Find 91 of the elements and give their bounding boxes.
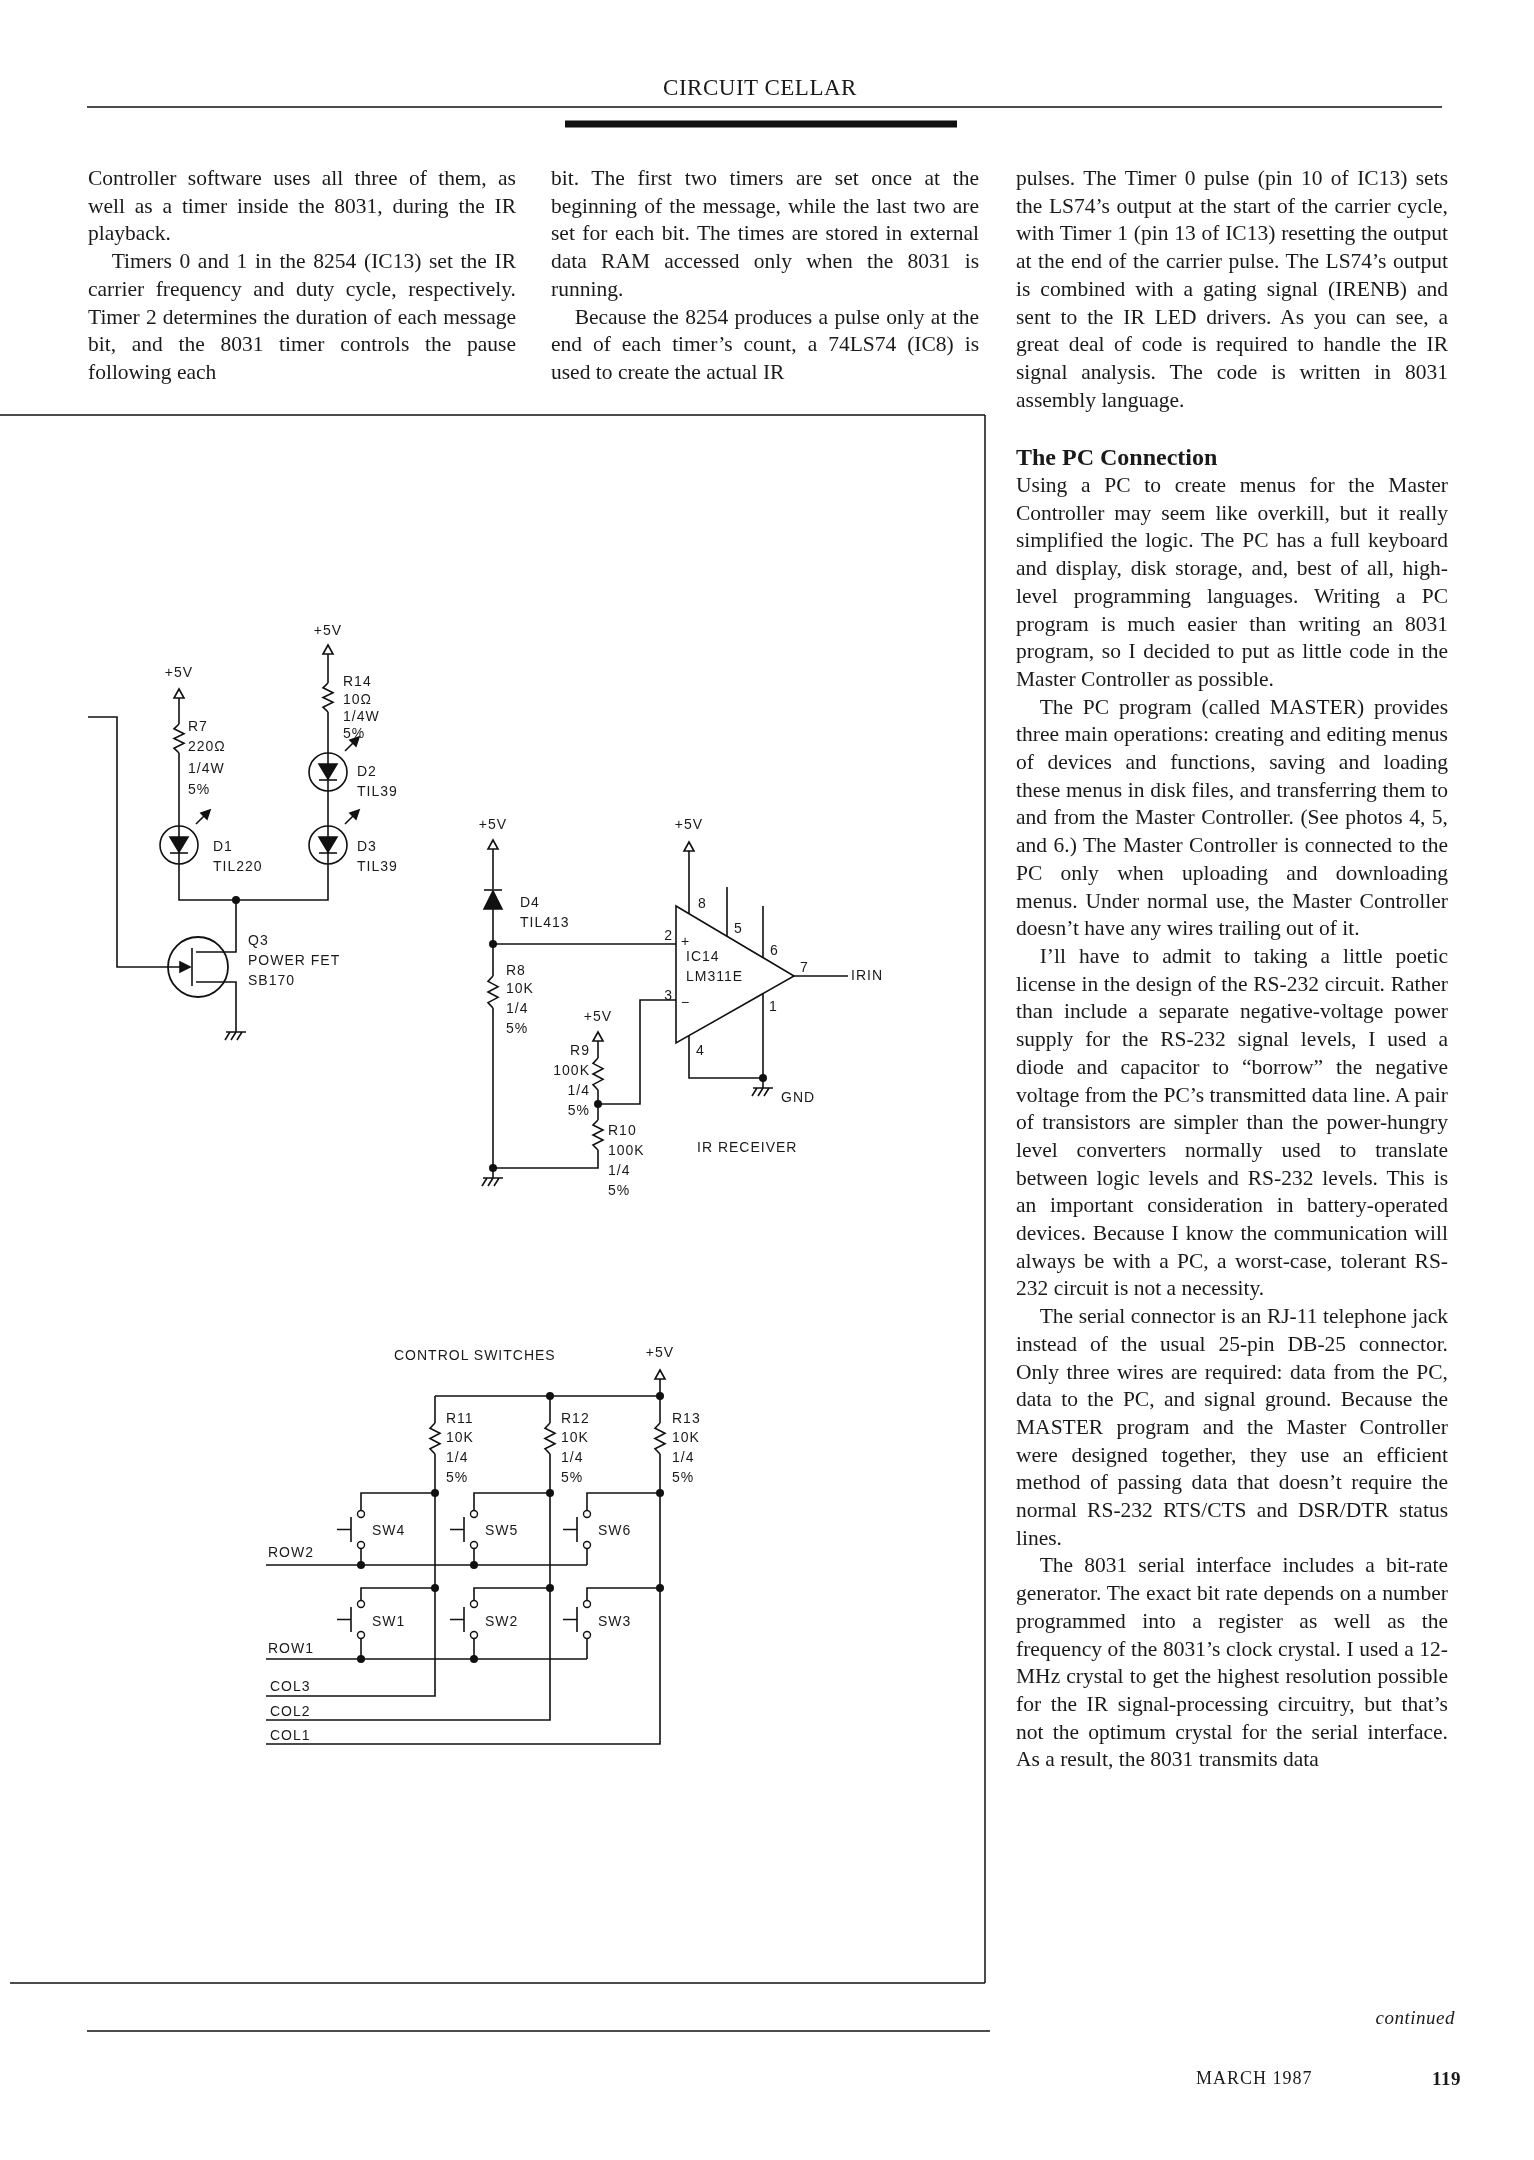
signal-label: ROW2 [268,1545,314,1559]
pin-number: 2 [664,928,673,942]
component-label: 1/4 [608,1163,631,1177]
signal-label: COL3 [270,1679,311,1693]
section-heading: The PC Connection [1016,444,1219,473]
pin-number: 4 [696,1043,705,1057]
component-label: 1/4 [561,1450,584,1464]
component-label: 100K [608,1143,645,1157]
component-label: 5% [561,1470,584,1484]
component-label: SB170 [248,973,296,987]
component-label: SW4 [372,1523,406,1537]
paragraph: The 8031 serial interface includes a bit-rate generator. The exact bit rate depends on a number programmed into a register as well as the frequency of the 8031’s clock crystal. I used a 12-MHz crystal to get the highest resolution possible for the IR signal-processing circuitry, but that’s not the optimum crystal for the serial interface. As a result, the 8031 transmits data [1016,1552,1448,1774]
component-label: D4 [520,895,540,909]
component-label: R13 [672,1411,701,1425]
paragraph: Using a PC to create menus for the Master Controller may seem like overkill, but it really simplified the logic. The PC has a full keyboard and display, disk storage, and, best of all, high-level programming languages. Writing a PC program is much easier than writing an 8031 program, so I decided to put as little code in the Master Controller as possible. [1016,472,1448,693]
component-label: 1/4 [567,1083,590,1097]
pin-number: 8 [698,896,707,910]
component-label: TIL39 [357,859,398,873]
component-label: 10Ω [343,692,373,706]
circuit-caption: CONTROL SWITCHES [394,1348,556,1362]
component-label: D3 [357,839,377,853]
component-label: R8 [506,963,526,977]
component-label: 5% [567,1103,590,1117]
paragraph: bit. The first two timers are set once at the beginning of the message, while the last two are set for each bit. The times are stored in external data RAM accessed only when the 8031 is running. [551,165,979,303]
continued-note: continued [1375,2007,1455,2027]
component-label: R14 [343,674,372,688]
signal-label: COL2 [270,1704,311,1718]
signal-label: ROW1 [268,1641,314,1655]
signal-label: COL1 [270,1728,311,1742]
pin-number: 6 [770,943,779,957]
component-label: 1/4 [672,1450,695,1464]
circuit-caption: IR RECEIVER [697,1140,798,1154]
component-label: LM311E [686,969,744,983]
pin-number: 3 [664,988,673,1002]
signal-label: GND [781,1090,816,1104]
component-label: 5% [188,782,211,796]
component-label: TIL220 [213,859,263,873]
supply-label: +5V [313,623,343,637]
pin-number: + [681,934,691,948]
component-label: D2 [357,764,377,778]
component-label: 10K [446,1430,474,1444]
pin-number: 1 [769,999,778,1013]
component-label: R9 [570,1043,590,1057]
component-label: 10K [672,1430,700,1444]
component-label: 5% [672,1470,695,1484]
pin-number: − [681,995,691,1009]
paragraph: The serial connector is an RJ-11 telephone jack instead of the usual 25-pin DB-25 connector. Only three wires are required: data from the PC, data to the PC, and signal ground. Because the MASTER program and the Master Controller were designed together, they use an efficient method of passing data that doesn’t require the normal RS-232 RTS/CTS and DSR/DTR status lines. [1016,1303,1448,1552]
component-label: 10K [506,981,534,995]
pin-number: 5 [734,921,743,935]
paragraph: The PC program (called MASTER) provides three main operations: creating and editing menus of devices and functions, saving and loading these menus in disk files, and transferring them to and from the Master Controller. (See photos 4, 5, and 6.) The Master Controller is connected to the PC only when uploading and downloading menus. Under normal use, the Master Controller doesn’t have any wires trailing out of it. [1016,693,1448,943]
component-label: POWER FET [248,953,341,967]
component-label: 5% [608,1183,631,1197]
component-label: TIL413 [520,915,570,929]
component-label: SW5 [485,1523,519,1537]
pin-number: 7 [800,960,809,974]
component-label: 1/4 [506,1001,529,1015]
component-label: 5% [446,1470,469,1484]
issue-date: MARCH 1987 [1196,2069,1313,2087]
paragraph: Timers 0 and 1 in the 8254 (IC13) set the IR carrier frequency and duty cycle, respectively. Timer 2 determines the duration of each message bit, and the 8031 timer controls the pause following each [88,248,516,386]
paragraph: Because the 8254 produces a pulse only at the end of each timer’s count, a 74LS74 (IC8) is used to create the actual IR [551,303,979,386]
component-label: Q3 [248,933,269,947]
running-header: CIRCUIT CELLAR [663,75,857,101]
supply-label: +5V [583,1009,613,1023]
paragraph: pulses. The Timer 0 pulse (pin 10 of IC13) sets the LS74’s output at the start of the carrier cycle, with Timer 1 (pin 13 of IC13) resetting the output at the end of the carrier pulse. The LS74’s output is combined with a gating signal (IRENB) and sent to the IR LED drivers. As you can see, a great deal of code is required to handle the IR signal analysis. The code is written in 8031 assembly language. [1016,165,1448,414]
component-label: 1/4 [446,1450,469,1464]
component-label: 5% [506,1021,529,1035]
component-label: 10K [561,1430,589,1444]
component-label: R12 [561,1411,590,1425]
paragraph: Controller software uses all three of them, as well as a timer inside the 8031, during the IR playback. [88,165,516,248]
component-label: SW1 [372,1614,406,1628]
component-label: D1 [213,839,233,853]
component-label: SW2 [485,1614,519,1628]
component-label: 1/4W [188,761,225,775]
component-label: SW3 [598,1614,632,1628]
supply-label: +5V [645,1345,675,1359]
signal-label: IRIN [851,968,883,982]
component-label: 100K [553,1063,590,1077]
supply-label: +5V [674,817,704,831]
component-label: R7 [188,719,208,733]
supply-label: +5V [164,665,194,679]
component-label: R11 [446,1411,474,1425]
paragraph: I’ll have to admit to taking a little poetic license in the design of the RS-232 circuit. Rather than include a separate negative-voltage power supply for the RS-232 signal levels, I used a diode and capacitor to “borrow” the negative voltage from the PC’s transmitted data line. A pair of transistors are simpler than the power-hungry level converters normally used to translate between logic levels and RS-232 levels. This is an important consideration in battery-operated devices. Because I know the communication will always be with a PC, a worst-case, tolerant RS-232 circuit is not a necessity. [1016,943,1448,1303]
component-label: R10 [608,1123,637,1137]
component-label: TIL39 [357,784,398,798]
component-label: SW6 [598,1523,632,1537]
component-label: IC14 [686,949,720,963]
component-label: 5% [343,726,366,740]
component-label: 1/4W [343,709,380,723]
page-number: 119 [1432,2068,1461,2088]
supply-label: +5V [478,817,508,831]
component-label: 220Ω [188,739,226,753]
